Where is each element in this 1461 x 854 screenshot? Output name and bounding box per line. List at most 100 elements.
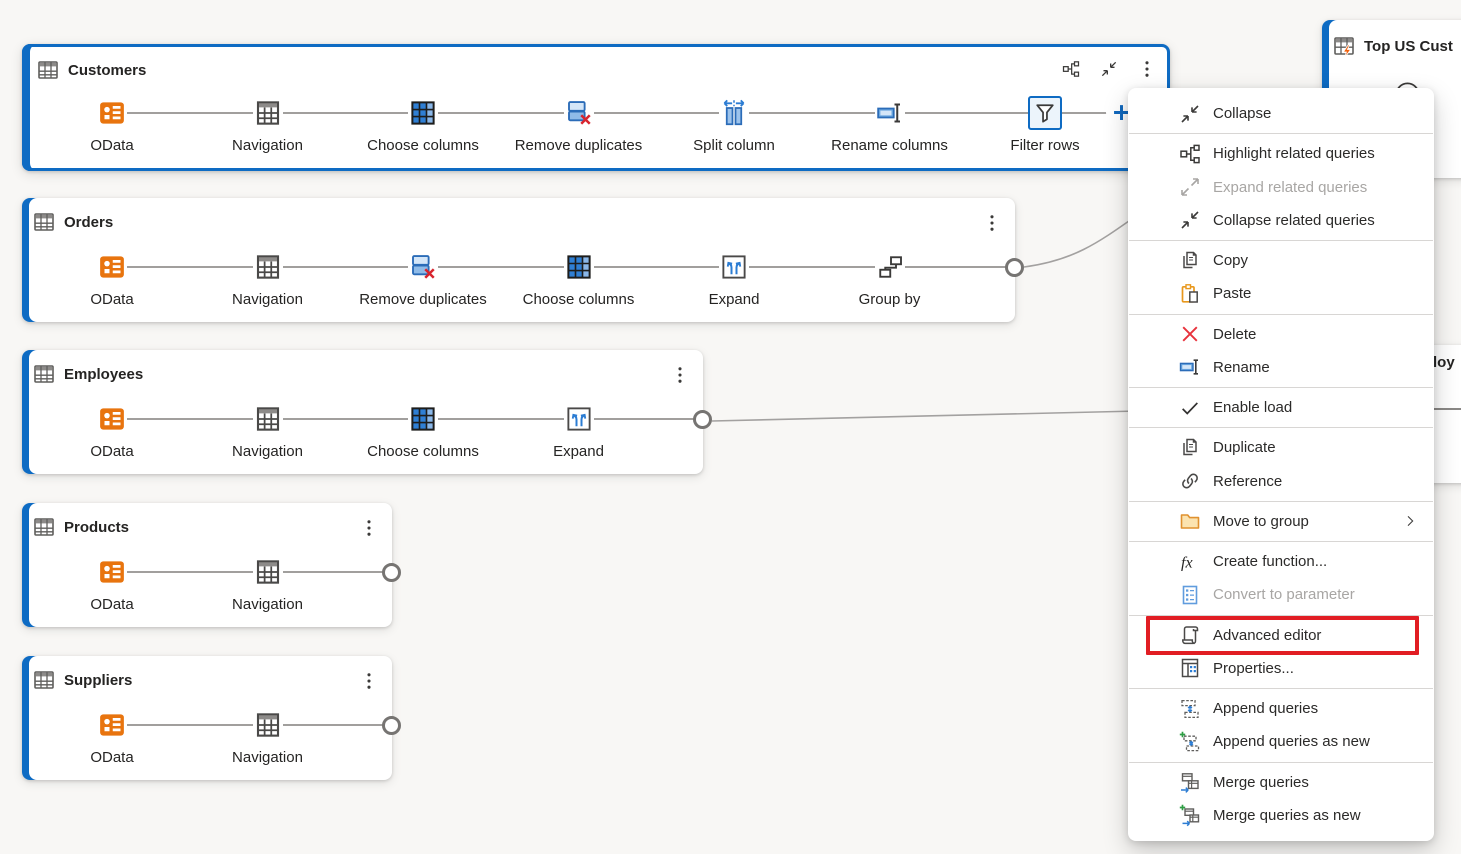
- menu-item-rename[interactable]: Rename: [1128, 351, 1434, 384]
- step-rename-columns[interactable]: [874, 98, 905, 128]
- choose-columns-icon: [564, 252, 594, 282]
- step-remove-duplicates[interactable]: [408, 252, 438, 282]
- menu-item-highlight-related-queries[interactable]: Highlight related queries: [1128, 137, 1434, 170]
- navigation-icon: [253, 404, 283, 434]
- step-connector-line: [112, 418, 703, 420]
- menu-item-enable-load[interactable]: Enable load: [1128, 391, 1434, 424]
- menu-item-properties[interactable]: Properties...: [1128, 652, 1434, 685]
- step-expand[interactable]: [563, 404, 594, 434]
- step-label: Choose columns: [367, 443, 479, 460]
- step-label: OData: [90, 749, 134, 766]
- step-choose-columns[interactable]: [563, 252, 594, 282]
- copy-icon: [1178, 436, 1202, 460]
- step-label: Expand: [553, 443, 604, 460]
- table-icon: [32, 515, 56, 539]
- odata-icon: [97, 404, 127, 434]
- check-icon: [1179, 397, 1201, 419]
- menu-item-move-to-group[interactable]: Move to group: [1128, 505, 1434, 538]
- step-expand[interactable]: [719, 252, 749, 282]
- menu-item-append-queries[interactable]: Append queries: [1128, 692, 1434, 725]
- menu-item-expand-related-queries: Expand related queries: [1128, 171, 1434, 204]
- step-navigation[interactable]: [252, 710, 283, 740]
- step-label: Remove duplicates: [514, 137, 643, 154]
- menu-item-reference[interactable]: Reference: [1128, 465, 1434, 498]
- card-menu-button[interactable]: [358, 517, 380, 539]
- menu-item-collapse-related-queries[interactable]: Collapse related queries: [1128, 204, 1434, 237]
- menu-separator: [1129, 500, 1433, 502]
- menu-item-merge-queries-as-new[interactable]: Merge queries as new: [1128, 799, 1434, 832]
- query-function-icon: [1332, 34, 1356, 58]
- step-group-by[interactable]: [874, 252, 905, 282]
- step-odata[interactable]: [97, 252, 127, 282]
- menu-item-collapse[interactable]: Collapse: [1128, 97, 1434, 130]
- menu-separator: [1129, 761, 1433, 763]
- step-filter-rows[interactable]: [1028, 96, 1062, 130]
- menu-item-advanced-editor[interactable]: Advanced editor: [1128, 615, 1434, 656]
- menu-item-append-queries-as-new[interactable]: Append queries as new: [1128, 725, 1434, 758]
- step-label: Navigation: [232, 596, 303, 613]
- card-menu-button[interactable]: [1136, 58, 1158, 80]
- properties-icon: [1178, 656, 1202, 680]
- step-navigation[interactable]: [252, 404, 283, 434]
- output-connector[interactable]: [382, 563, 401, 582]
- menu-item-duplicate[interactable]: Duplicate: [1128, 431, 1434, 464]
- menu-separator: [1129, 387, 1433, 388]
- menu-item-delete[interactable]: Delete: [1128, 318, 1434, 351]
- card-menu-button[interactable]: [358, 670, 380, 692]
- step-connector-line: [1416, 408, 1461, 410]
- output-connector[interactable]: [382, 716, 401, 735]
- menu-item-label: Convert to parameter: [1213, 586, 1355, 604]
- card-menu-button[interactable]: [669, 364, 691, 386]
- collapse-icon: [1099, 59, 1119, 79]
- step-odata[interactable]: [97, 404, 127, 434]
- step-odata[interactable]: [97, 557, 127, 587]
- menu-item-label: Merge queries: [1213, 773, 1309, 791]
- menu-separator: [1129, 614, 1433, 616]
- step-remove-duplicates[interactable]: [563, 98, 594, 128]
- step-choose-columns[interactable]: [408, 404, 438, 434]
- merge-icon: [1178, 770, 1202, 794]
- output-connector[interactable]: [1005, 258, 1024, 277]
- append-icon: [1178, 697, 1202, 721]
- menu-item-label: Duplicate: [1213, 439, 1276, 457]
- card-menu-button[interactable]: [981, 212, 1003, 234]
- menu-item-label: Rename: [1213, 358, 1270, 376]
- card-title: Top US Cust: [1364, 37, 1453, 55]
- navigation-icon: [253, 710, 283, 740]
- highlight-related-icon: [1061, 59, 1081, 79]
- menu-item-merge-queries[interactable]: Merge queries: [1128, 766, 1434, 799]
- output-connector[interactable]: [693, 410, 712, 429]
- step-label: Rename columns: [831, 137, 948, 154]
- highlight-related-button[interactable]: [1060, 58, 1082, 80]
- step-navigation[interactable]: [252, 557, 283, 587]
- step-connector-line: [112, 571, 392, 573]
- step-choose-columns[interactable]: [408, 98, 438, 128]
- menu-item-label: Enable load: [1213, 399, 1293, 417]
- menu-item-paste[interactable]: Paste: [1128, 277, 1434, 310]
- menu-item-copy[interactable]: Copy: [1128, 244, 1434, 277]
- folder-icon: [1178, 509, 1202, 533]
- card-title: Products: [64, 518, 130, 536]
- step-split-column[interactable]: [719, 98, 749, 128]
- step-navigation[interactable]: [252, 252, 283, 282]
- menu-item-label: Collapse: [1213, 105, 1272, 123]
- menu-separator: [1129, 240, 1433, 241]
- step-odata[interactable]: [97, 98, 127, 128]
- filter-rows-icon: [1032, 100, 1058, 126]
- menu-item-label: Append queries as new: [1213, 733, 1370, 751]
- step-label: Expand: [708, 291, 760, 308]
- remove-duplicates-icon: [408, 252, 438, 282]
- step-label: Navigation: [232, 291, 303, 308]
- step-label: Split column: [693, 137, 775, 154]
- step-navigation[interactable]: [252, 98, 283, 128]
- remove-duplicates-icon: [564, 98, 594, 128]
- collapse-button[interactable]: [1098, 58, 1120, 80]
- step-odata[interactable]: [97, 710, 127, 740]
